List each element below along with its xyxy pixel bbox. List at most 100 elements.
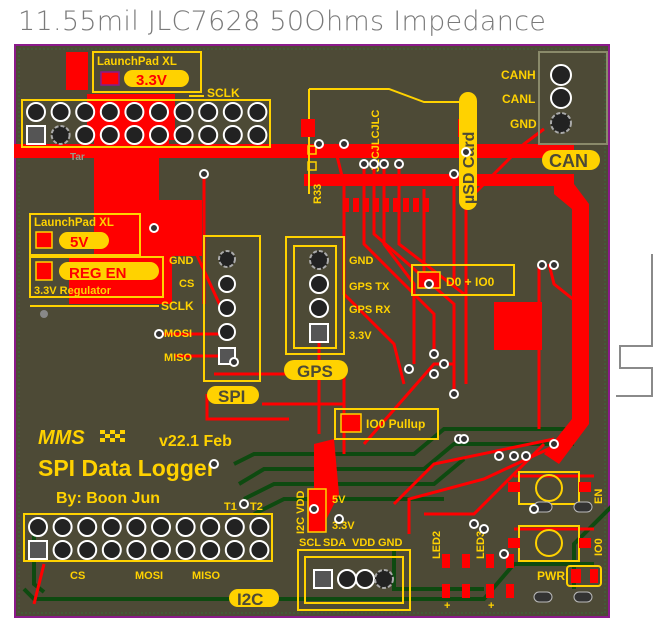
via xyxy=(154,329,164,339)
pin-pad xyxy=(151,540,171,560)
pin-pad xyxy=(75,125,96,145)
via xyxy=(209,459,219,469)
gps-badge-bg xyxy=(284,360,348,380)
pin-pad xyxy=(224,540,245,560)
via xyxy=(549,260,559,270)
pin-pad xyxy=(309,298,329,318)
pin-pad xyxy=(175,517,196,537)
via xyxy=(499,549,509,559)
d0-io0-label: D0 + IO0 xyxy=(446,275,495,289)
led3-plus: + xyxy=(488,600,494,612)
header-mosi-label: MOSI xyxy=(135,570,163,582)
gps-pin-rx: GPS RX xyxy=(349,304,391,316)
pin-pad xyxy=(222,102,243,122)
pin-pad xyxy=(26,102,46,122)
led2-plus: + xyxy=(444,600,450,612)
spi-pin-gnd: GND xyxy=(169,255,194,267)
t2-label: T2 xyxy=(250,501,263,513)
via xyxy=(479,524,489,534)
pin-pad xyxy=(126,517,147,537)
mms-logo: MMS xyxy=(38,427,85,449)
launchpad-header-bottom: T1 T2 CS MOSI MISO I2C xyxy=(23,501,279,609)
pin-pad-square xyxy=(26,125,46,145)
pin-pad xyxy=(77,540,98,560)
i2c-pin-scl: SCL xyxy=(299,537,321,549)
via xyxy=(239,499,249,509)
via xyxy=(469,519,479,529)
via xyxy=(509,451,519,461)
gps-connector: GND GPS TX GPS RX 3.3V GPS xyxy=(284,236,391,381)
keepout-outline xyxy=(18,48,606,614)
sclk-mid-label: SCLK xyxy=(161,299,194,313)
can-pin-gnd: GND xyxy=(510,117,537,131)
pin-pad xyxy=(173,102,194,122)
header-cs-label: CS xyxy=(70,570,85,582)
pin-pad xyxy=(218,250,236,268)
via xyxy=(537,260,547,270)
pin-pad xyxy=(200,517,221,537)
pin-pad xyxy=(224,517,245,537)
i2c-section: I2C VDD 5V 3.3V SCL SDA VDD GND xyxy=(295,488,411,611)
sclk-top-label: SCLK xyxy=(207,86,240,100)
can-pin-canl: CANL xyxy=(502,92,535,106)
pin-pad xyxy=(50,125,71,145)
launchpad-header-top: LaunchPad XL 3.3V SCLK Tar xyxy=(21,51,271,163)
i2c-pin-gnd: GND xyxy=(378,537,403,549)
en-label: EN xyxy=(593,489,605,504)
board-outline xyxy=(14,44,610,618)
v5-badge-bg xyxy=(59,232,109,249)
led-section: LED2 LED3 + + xyxy=(431,531,514,612)
pin-pad xyxy=(247,125,268,145)
via xyxy=(149,223,159,233)
d0-io0-jumper: D0 + IO0 xyxy=(411,264,515,296)
v33-badge: 3.3V xyxy=(136,72,167,89)
can-badge-bg xyxy=(542,150,600,170)
pin-pad xyxy=(249,517,270,537)
pin-pad xyxy=(99,102,120,122)
checker-flag-icon xyxy=(100,430,125,442)
via xyxy=(199,169,209,179)
version-label: v22.1 Feb xyxy=(159,433,232,450)
pin-pad xyxy=(249,540,270,560)
pin-pad xyxy=(28,517,48,537)
via xyxy=(459,434,469,444)
pin-pad xyxy=(198,102,219,122)
via xyxy=(461,147,471,157)
power-jumpers: LaunchPad XL 5V REG EN 3.3V Regulator SC… xyxy=(29,213,194,318)
gps-badge: GPS xyxy=(297,362,333,381)
via xyxy=(449,389,459,399)
pin-pad-square xyxy=(309,323,329,343)
vias xyxy=(149,139,559,559)
io0-label: IO0 xyxy=(593,538,605,556)
gps-pin-gnd: GND xyxy=(349,255,374,267)
pin-pad xyxy=(200,540,221,560)
pin-pad xyxy=(247,102,268,122)
pin-pad xyxy=(124,125,145,145)
i2c-pin-sda: SDA xyxy=(323,537,346,549)
pin-pad xyxy=(218,275,236,293)
via xyxy=(424,279,434,289)
t1-label: T1 xyxy=(224,501,237,513)
usd-card-connector: R33 JLCJLCJLC µSD Card xyxy=(301,88,478,212)
launchpad-pin-grid xyxy=(26,102,268,145)
via xyxy=(429,369,439,379)
pin-pad-square xyxy=(28,540,48,560)
bottom-traces xyxy=(22,427,610,601)
pin-pad xyxy=(198,125,219,145)
via xyxy=(404,364,414,374)
via xyxy=(429,349,439,359)
pwr-label: PWR xyxy=(537,569,565,583)
jlc-label: JLCJLCJLC xyxy=(370,110,382,172)
via xyxy=(439,359,449,369)
via xyxy=(314,139,324,149)
pin-pad xyxy=(149,125,169,145)
led2-label: LED2 xyxy=(431,531,443,559)
regulator-label: 3.3V Regulator xyxy=(34,285,112,297)
gps-pin-3v3: 3.3V xyxy=(349,330,372,342)
pin-pad xyxy=(50,102,71,122)
pcb-board: R33 JLCJLCJLC µSD Card CANH CANL GND CAN… xyxy=(14,44,610,618)
pin-pad xyxy=(52,517,73,537)
pin-pad xyxy=(77,517,98,537)
pin-pad xyxy=(222,125,243,145)
pin-pad xyxy=(124,102,145,122)
